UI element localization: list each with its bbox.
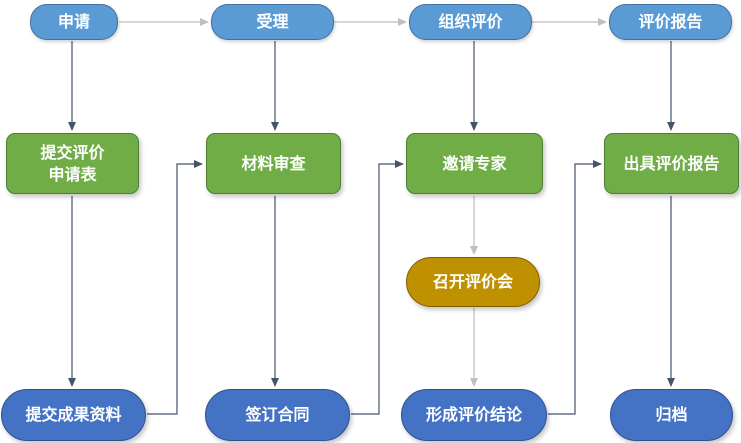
step-invite-experts: 邀请专家 (406, 133, 543, 194)
result-form-conclusion: 形成评价结论 (401, 389, 547, 441)
step-material-review: 材料审查 (206, 133, 341, 194)
result-sign-contract: 签订合同 (205, 389, 350, 441)
stage-evaluation-report: 评价报告 (609, 4, 732, 40)
step-issue-evaluation-report: 出具评价报告 (604, 133, 739, 194)
arrow-result2-to-step3 (351, 160, 404, 415)
result-submit-materials: 提交成果资料 (1, 389, 146, 441)
step-submit-application-form: 提交评价 申请表 (6, 133, 139, 194)
result-archive: 归档 (610, 389, 733, 441)
arrow-result3-to-step5 (548, 160, 602, 415)
stage-accept: 受理 (211, 4, 334, 40)
stage-organize-evaluation: 组织评价 (409, 4, 532, 40)
step-hold-evaluation-meeting: 召开评价会 (406, 257, 540, 307)
stage-apply: 申请 (30, 4, 118, 40)
arrow-result1-to-step2 (147, 160, 203, 415)
